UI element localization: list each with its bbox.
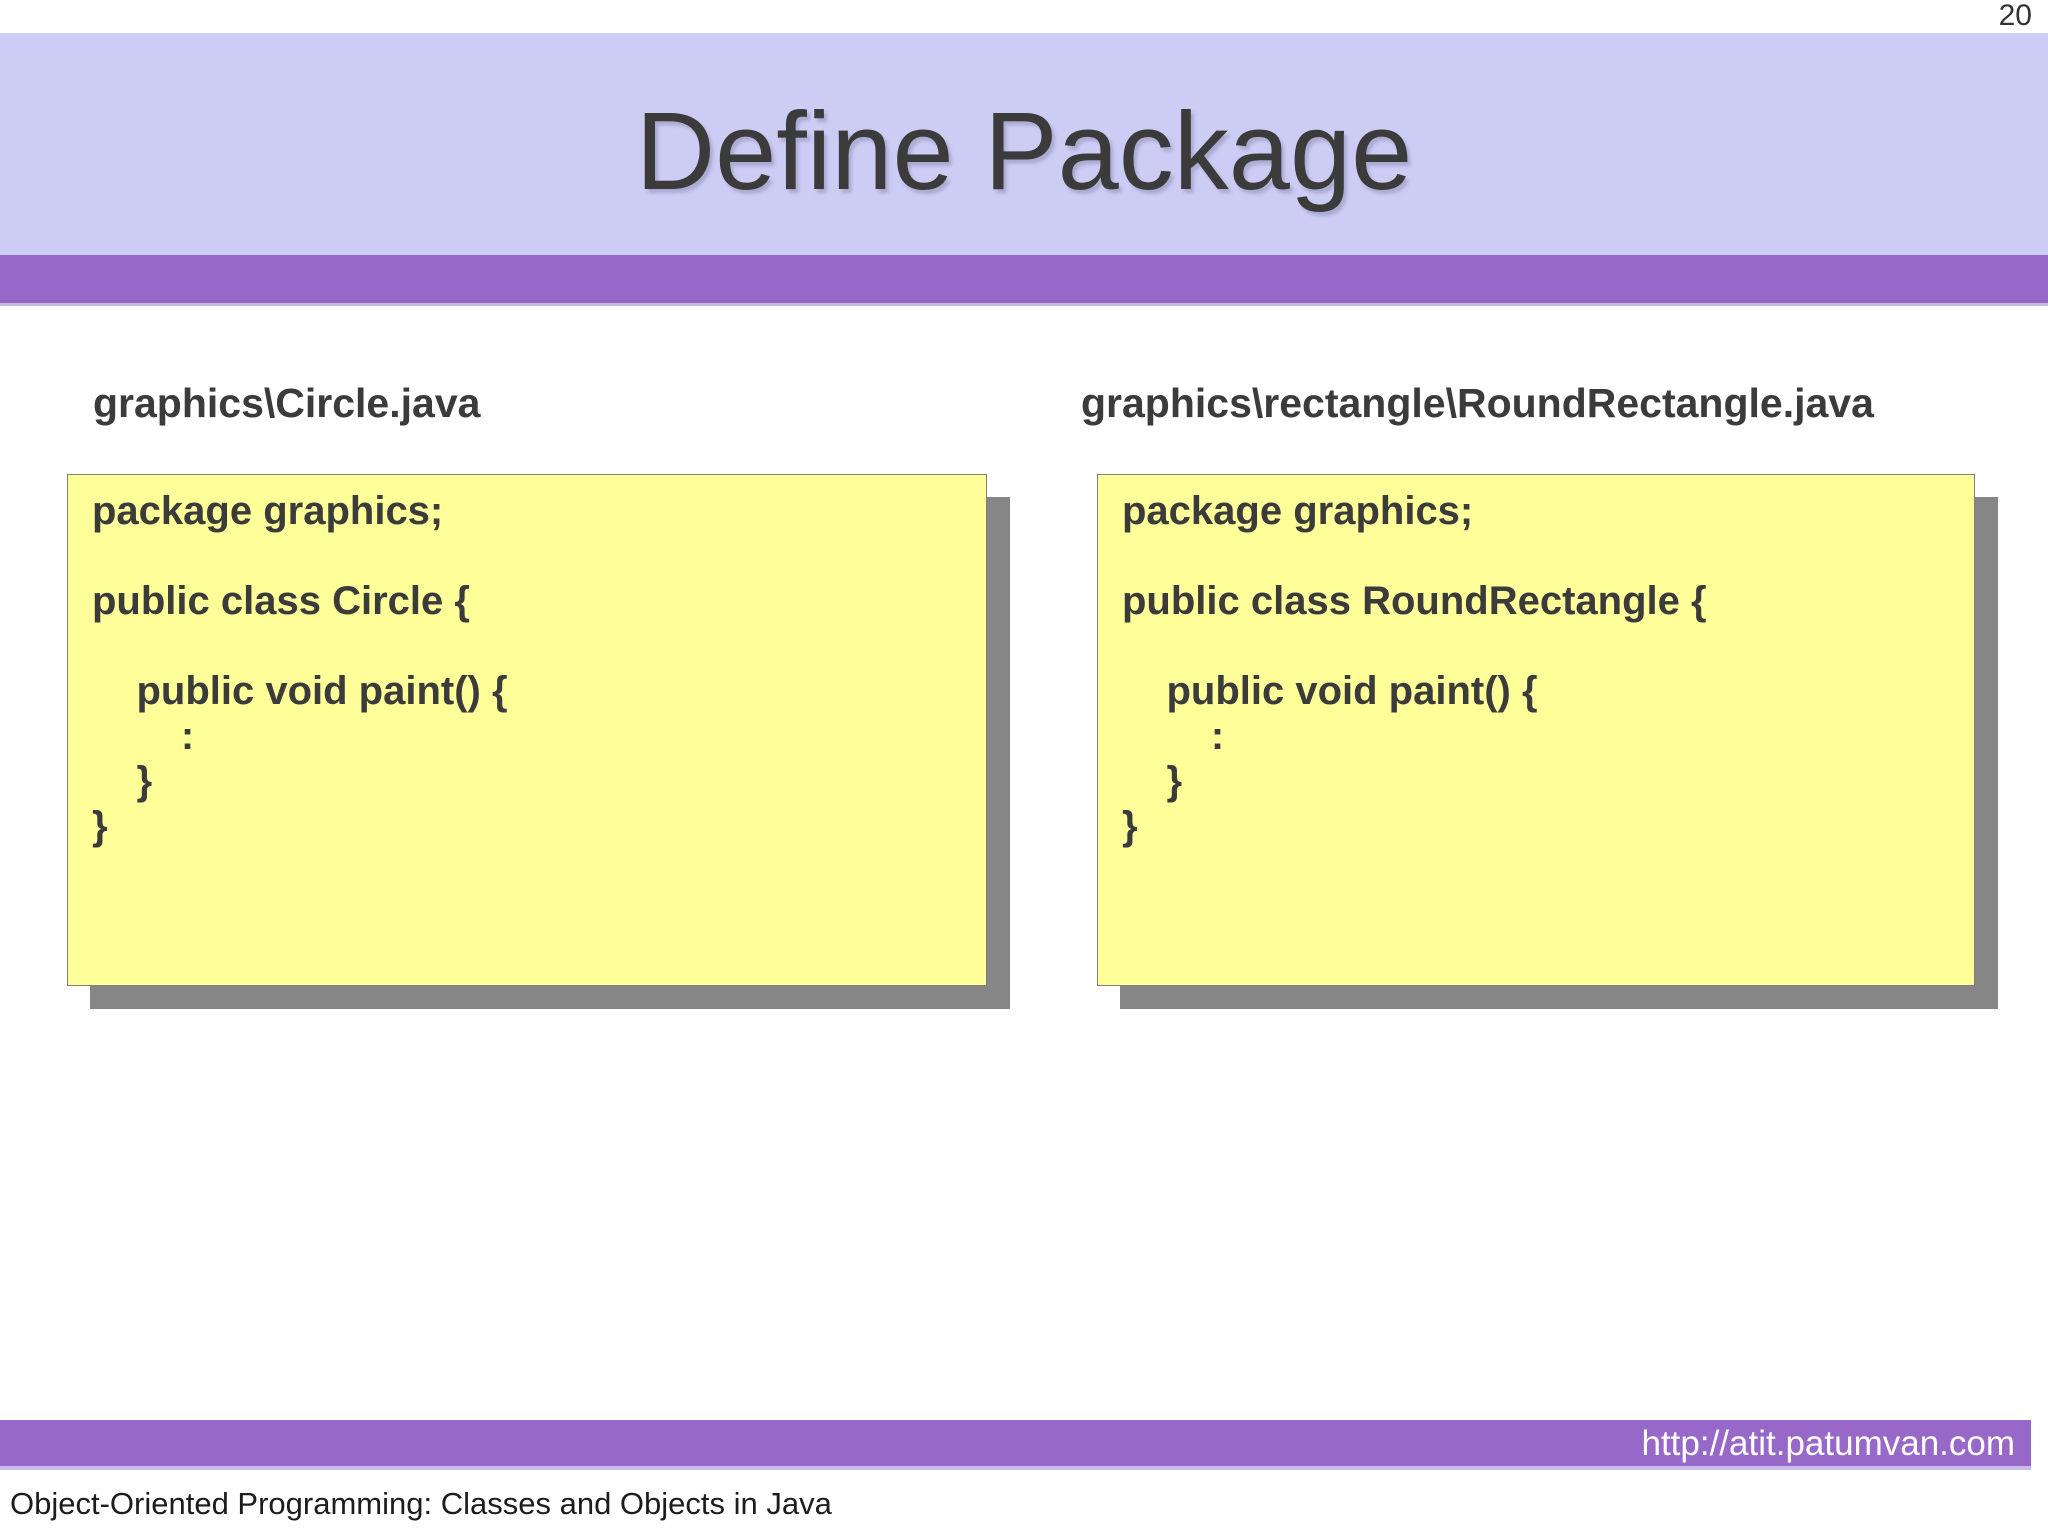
left-code-box: package graphics; public class Circle { … [67,474,987,986]
footer-caption: Object-Oriented Programming: Classes and… [10,1486,832,1521]
accent-stripe [0,255,2048,306]
footer-url: http://atit.patumvan.com [1641,1424,2015,1463]
top-strip: 20 [0,0,2048,33]
left-code-text: package graphics; public class Circle { … [92,489,508,848]
slide-title: Define Package [635,89,1413,213]
page-number: 20 [1998,0,2032,32]
title-band: Define Package [0,33,2048,255]
right-code-box: package graphics; public class RoundRect… [1097,474,1975,986]
right-code-text: package graphics; public class RoundRect… [1122,489,1707,848]
bottom-bar: http://atit.patumvan.com [0,1420,2031,1470]
right-panel-heading: graphics\rectangle\RoundRectangle.java [1081,380,1874,426]
left-panel-heading: graphics\Circle.java [93,380,481,426]
